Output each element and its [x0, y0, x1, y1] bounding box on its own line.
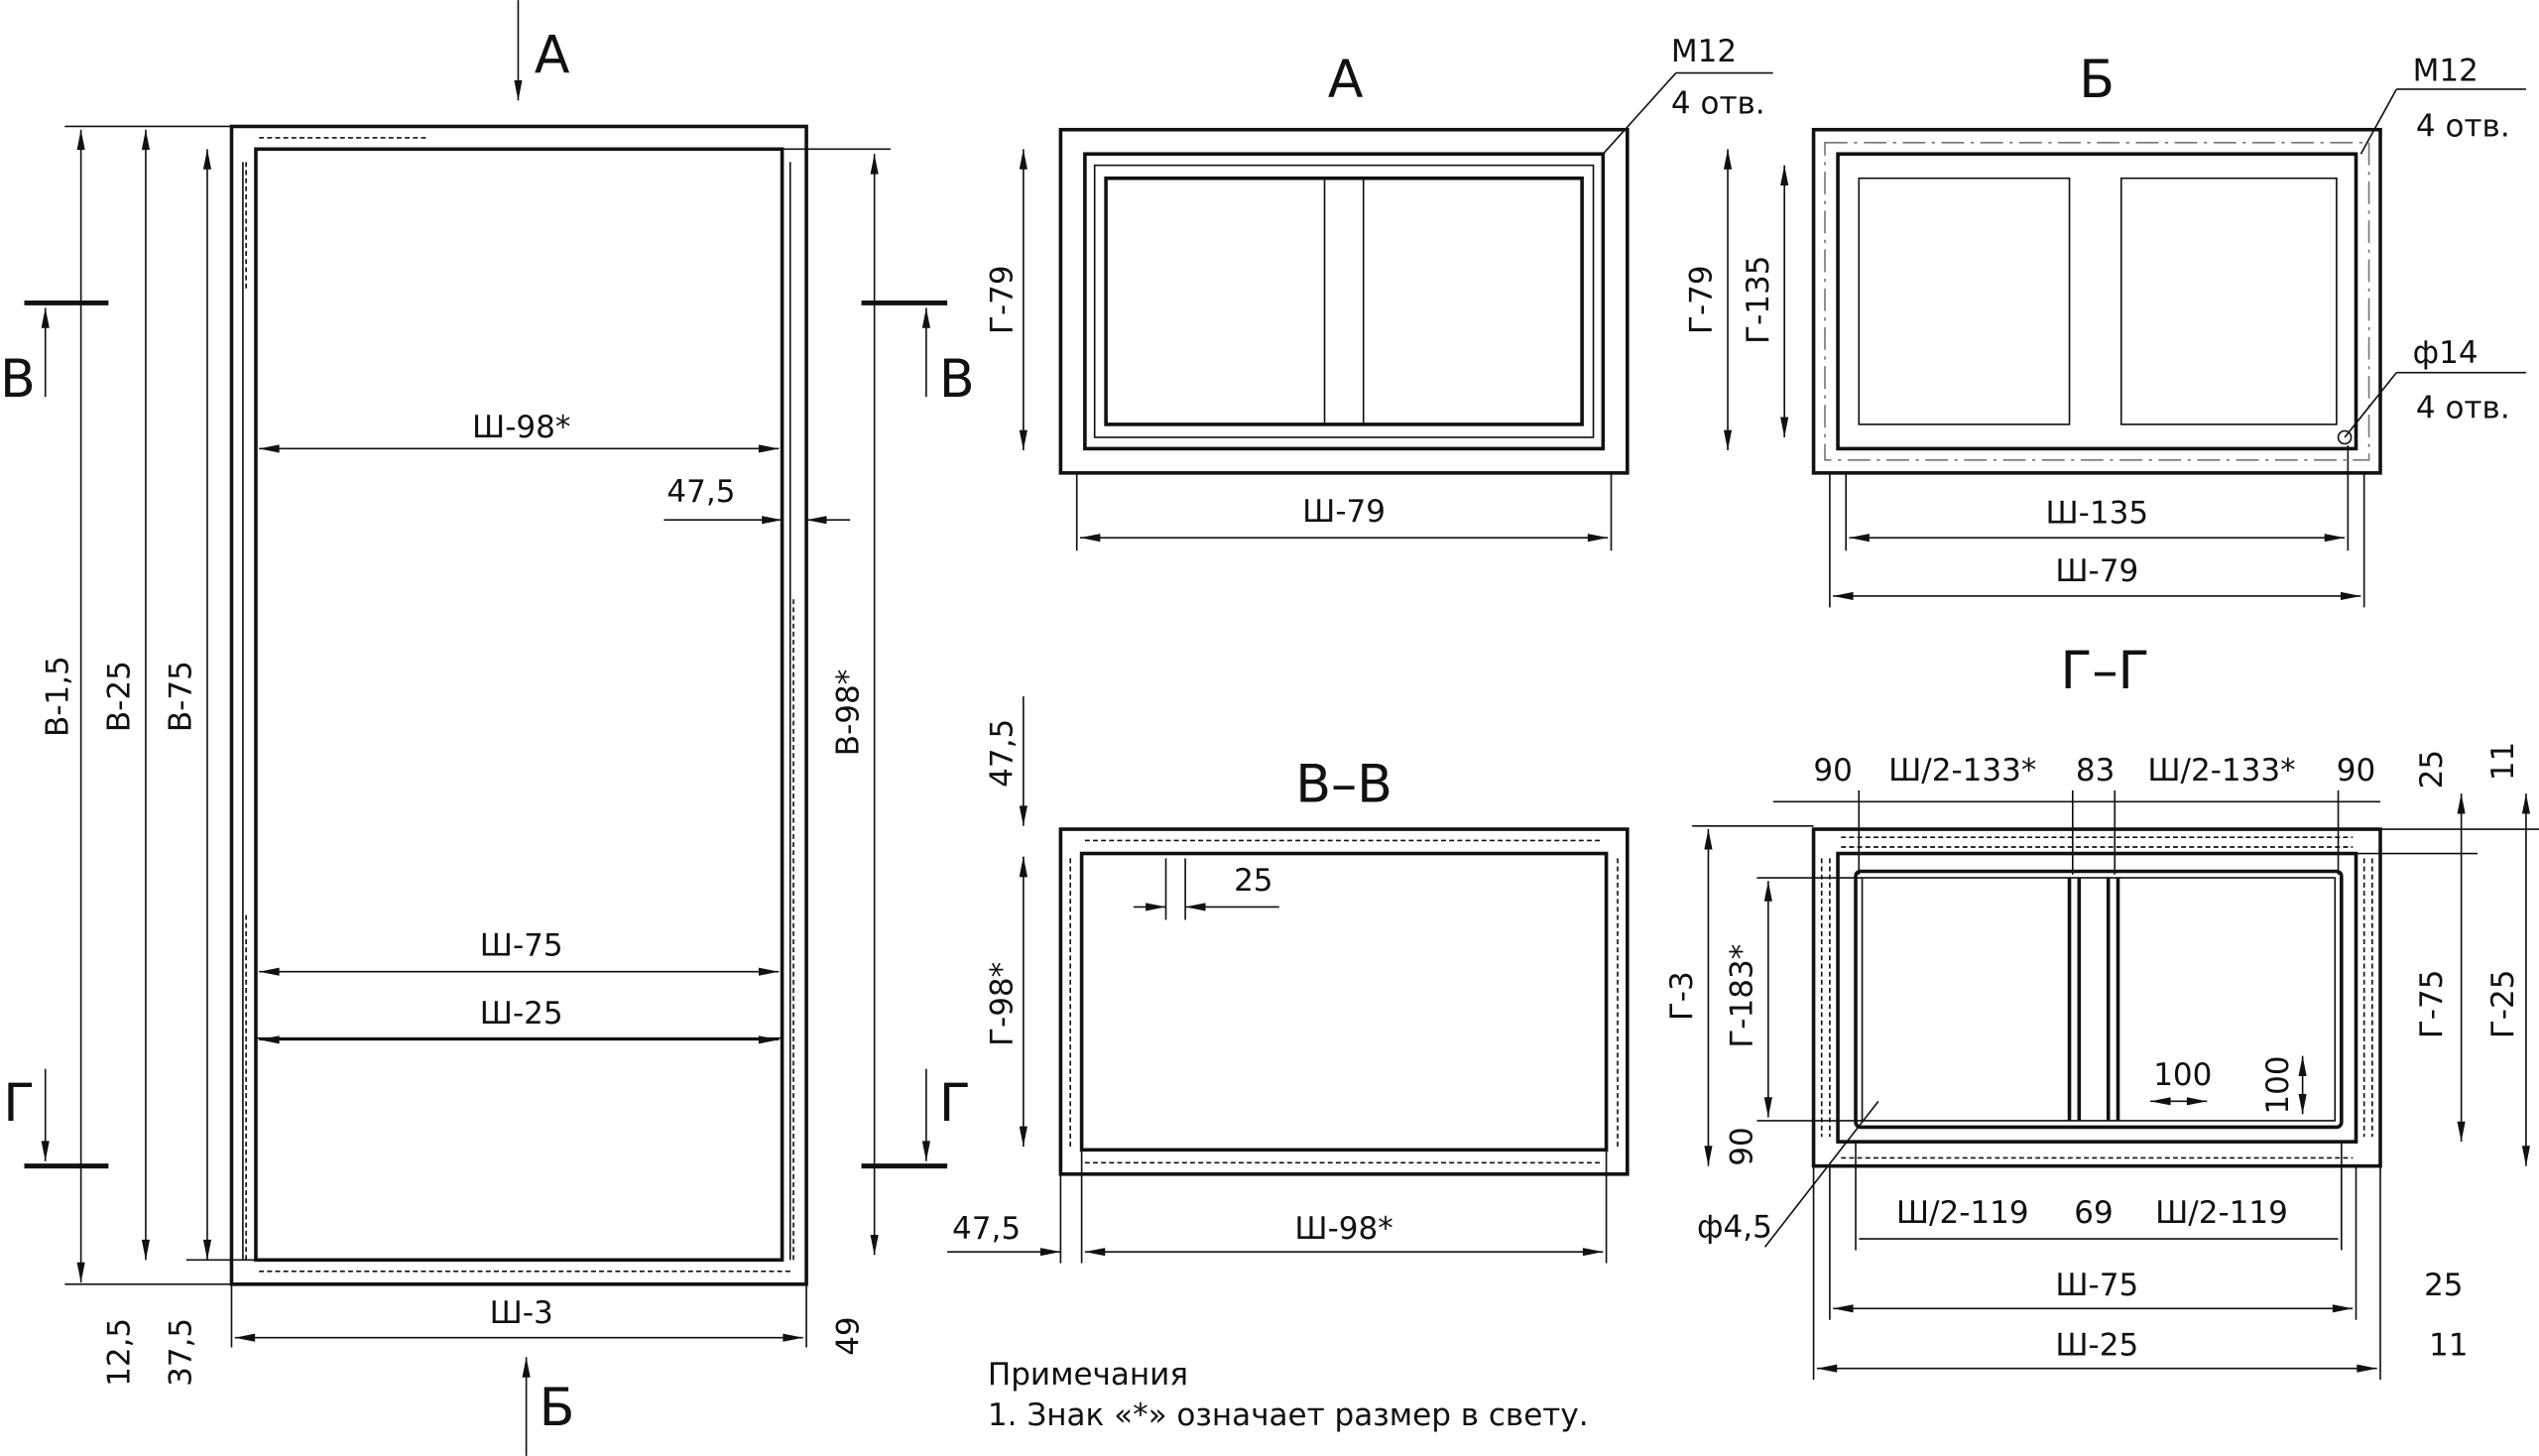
section-gg-title: Г–Г: [2061, 642, 2150, 701]
dim-11-top: 11: [2485, 742, 2521, 781]
dim-g-183: Г-183*: [1725, 944, 1760, 1048]
dim-w-25-gg: Ш-25: [2055, 1328, 2138, 1364]
dim-v-98: В-98*: [830, 669, 866, 756]
view-b-holes: 4 отв.: [2416, 108, 2510, 144]
view-b: Б М12 4 отв. ф14 4 отв. Г-79 Г-135 Ш-135…: [1684, 51, 2526, 608]
view-arrow-label-b: Б: [540, 1379, 575, 1438]
section-vv-dim-47-5-left: 47,5: [952, 1211, 1021, 1247]
dim-hole-4-5: ф4,5: [1697, 1209, 1772, 1245]
view-b-thread: М12: [2413, 54, 2479, 89]
dim-bottom-w2-119-right: Ш/2-119: [2155, 1195, 2288, 1231]
dim-v-1-5: В-1,5: [41, 656, 76, 737]
view-b-hole-count: 4 отв.: [2416, 390, 2510, 425]
view-arrow-label-a: А: [535, 27, 570, 86]
dim-g-3: Г-3: [1664, 971, 1700, 1021]
dim-11-bottom: 11: [2429, 1328, 2468, 1364]
view-b-title: Б: [2079, 51, 2115, 110]
section-vv-title: В–В: [1295, 755, 1392, 814]
view-b-width-135: Ш-135: [2046, 495, 2149, 531]
view-a-thread: М12: [1671, 34, 1737, 69]
dim-w-3: Ш-3: [490, 1295, 553, 1331]
dim-top-w2-133-left: Ш/2-133*: [1888, 753, 2036, 789]
view-a: А М12 4 отв. Г-79 Ш-79: [984, 34, 1773, 551]
notes: Примечания 1. Знак «*» означает размер в…: [988, 1357, 1589, 1433]
dim-v-25: В-25: [102, 661, 138, 732]
dim-w-25: Ш-25: [480, 996, 563, 1031]
dim-100-vertical: 100: [2260, 1055, 2296, 1114]
dim-100-horizontal: 100: [2153, 1057, 2212, 1093]
front-view: А Б В В Г Г В-1,5 В-25 В-75 В-98* Ш-98* …: [0, 0, 975, 1456]
dim-25-top: 25: [2414, 750, 2450, 789]
dim-v-75: В-75: [164, 661, 199, 732]
section-vv-depth: Г-98*: [984, 962, 1020, 1046]
frame-outer: [229, 124, 808, 1286]
dim-top-w2-133-right: Ш/2-133*: [2147, 753, 2295, 789]
dim-bottom-69: 69: [2074, 1195, 2113, 1231]
dim-37-5: 37,5: [164, 1318, 199, 1387]
view-a-holes: 4 отв.: [1671, 85, 1765, 121]
dim-90-left: 90: [1725, 1127, 1760, 1165]
section-vv-dim-47-5-top: 47,5: [984, 719, 1020, 788]
view-a-width: Ш-79: [1302, 494, 1386, 530]
frame-inner: [254, 147, 785, 1263]
section-vv-width: Ш-98*: [1294, 1211, 1392, 1247]
dim-25-bottom: 25: [2424, 1268, 2463, 1303]
top-dims: 90 Ш/2-133* 83 Ш/2-133* 90: [1813, 753, 2375, 789]
dim-w-75: Ш-75: [480, 927, 563, 963]
dim-g-25: Г-25: [2485, 970, 2521, 1039]
section-label-v-left: В: [0, 350, 36, 410]
view-b-width-79: Ш-79: [2055, 553, 2138, 589]
view-b-depth-135: Г-135: [1741, 256, 1776, 344]
notes-heading: Примечания: [988, 1357, 1188, 1393]
section-label-g-left: Г: [3, 1074, 35, 1134]
dim-w-98: Ш-98*: [472, 410, 570, 445]
section-vv-dim-25: 25: [1234, 863, 1272, 899]
dim-49: 49: [830, 1316, 866, 1355]
dim-47-5: 47,5: [666, 474, 735, 510]
note-item: 1. Знак «*» означает размер в свету.: [988, 1397, 1589, 1433]
view-a-title: А: [1328, 51, 1364, 110]
section-label-v-right: В: [939, 350, 975, 410]
dim-g-75: Г-75: [2414, 970, 2450, 1039]
dim-w-75-gg: Ш-75: [2055, 1268, 2138, 1303]
dim-bottom-w2-119-left: Ш/2-119: [1896, 1195, 2029, 1231]
dim-top-83: 83: [2076, 753, 2115, 789]
view-a-depth: Г-79: [984, 265, 1020, 334]
dim-top-90-left: 90: [1813, 753, 1852, 789]
section-gg: Г–Г 90 Ш/2-133* 83 Ш/2-133* 90 25 11 Г-7…: [1664, 642, 2539, 1381]
section-vv: В–В 47,5 25 Г-98* 47,5 Ш-98*: [947, 696, 1630, 1264]
view-b-hole-dia: ф14: [2413, 335, 2479, 371]
dim-12-5: 12,5: [102, 1318, 138, 1387]
section-label-g-right: Г: [939, 1074, 971, 1134]
view-b-depth-79: Г-79: [1684, 265, 1720, 334]
dim-top-90-right: 90: [2337, 753, 2375, 789]
